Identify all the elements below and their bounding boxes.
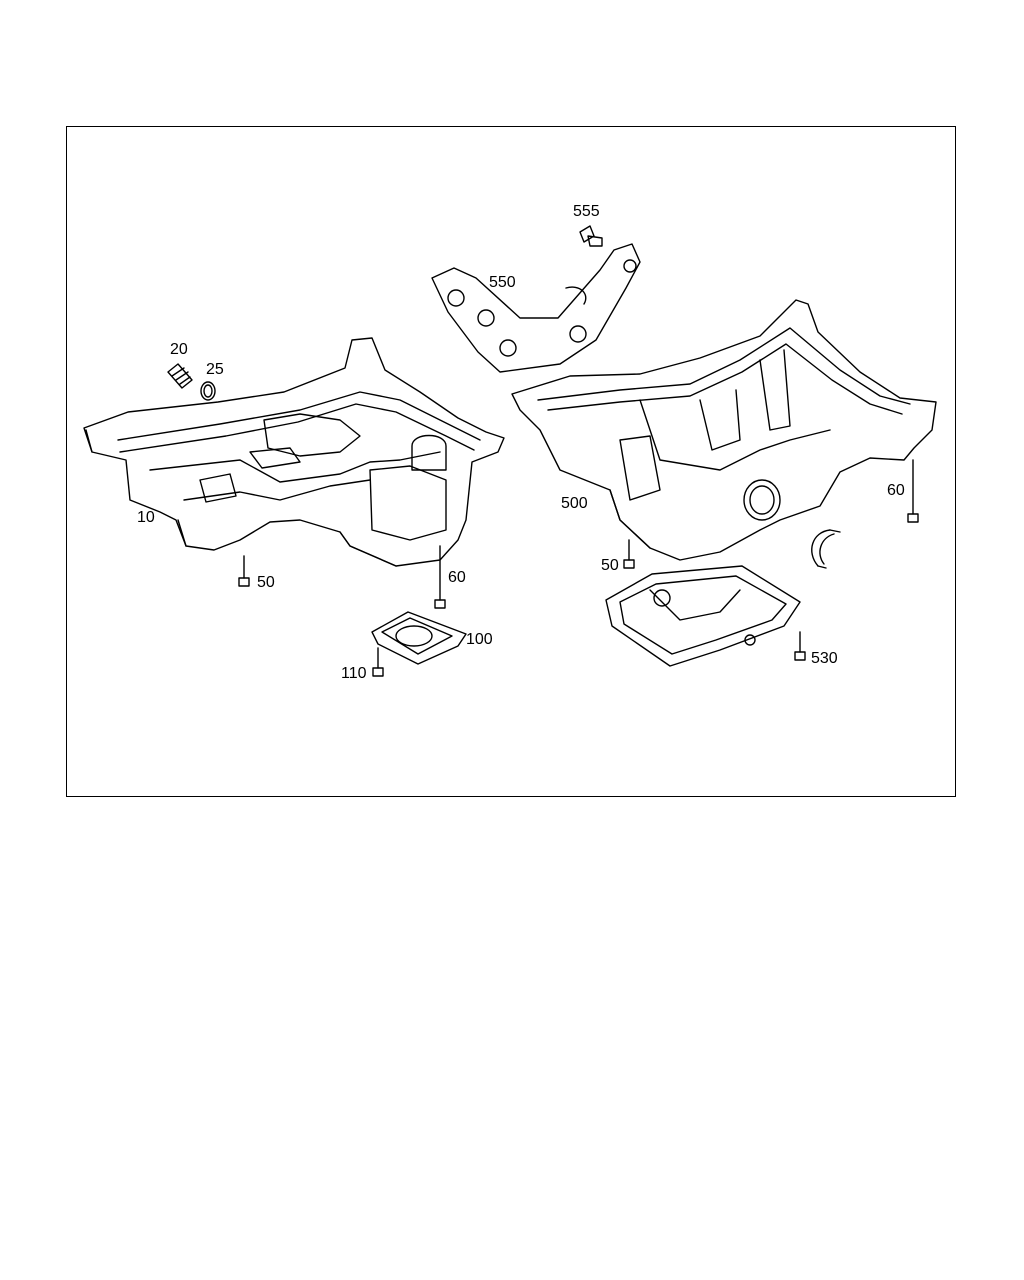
callout-550: 550 bbox=[489, 274, 516, 291]
cover-plate-part bbox=[371, 611, 467, 665]
drain-plug-part bbox=[167, 363, 193, 389]
lower-oil-pan-part bbox=[511, 299, 937, 561]
bolt-110-part bbox=[372, 647, 384, 677]
callout-500: 500 bbox=[561, 495, 588, 512]
bolt-555-part bbox=[579, 225, 603, 247]
callout-50-right: 50 bbox=[601, 557, 619, 574]
snap-ring-part bbox=[811, 529, 841, 569]
bolt-60-right-part bbox=[907, 459, 919, 523]
callout-60-right: 60 bbox=[887, 482, 905, 499]
diagram-frame bbox=[66, 126, 956, 797]
callout-25: 25 bbox=[206, 361, 224, 378]
callout-50-left: 50 bbox=[257, 574, 275, 591]
callout-555: 555 bbox=[573, 203, 600, 220]
bolt-50-left-part bbox=[238, 555, 250, 587]
seal-ring-part bbox=[200, 381, 216, 401]
bracket-part bbox=[431, 243, 641, 373]
upper-oil-pan-part bbox=[83, 337, 505, 567]
bolt-530-part bbox=[794, 631, 806, 661]
bolt-50-right-part bbox=[623, 539, 635, 569]
callout-100: 100 bbox=[466, 631, 493, 648]
callout-10: 10 bbox=[137, 509, 155, 526]
callout-110: 110 bbox=[341, 665, 367, 682]
callout-20: 20 bbox=[170, 341, 188, 358]
oil-pan-cover-part bbox=[605, 565, 801, 667]
callout-60-left: 60 bbox=[448, 569, 466, 586]
callout-530: 530 bbox=[811, 650, 838, 667]
bolt-60-left-part bbox=[434, 545, 446, 609]
